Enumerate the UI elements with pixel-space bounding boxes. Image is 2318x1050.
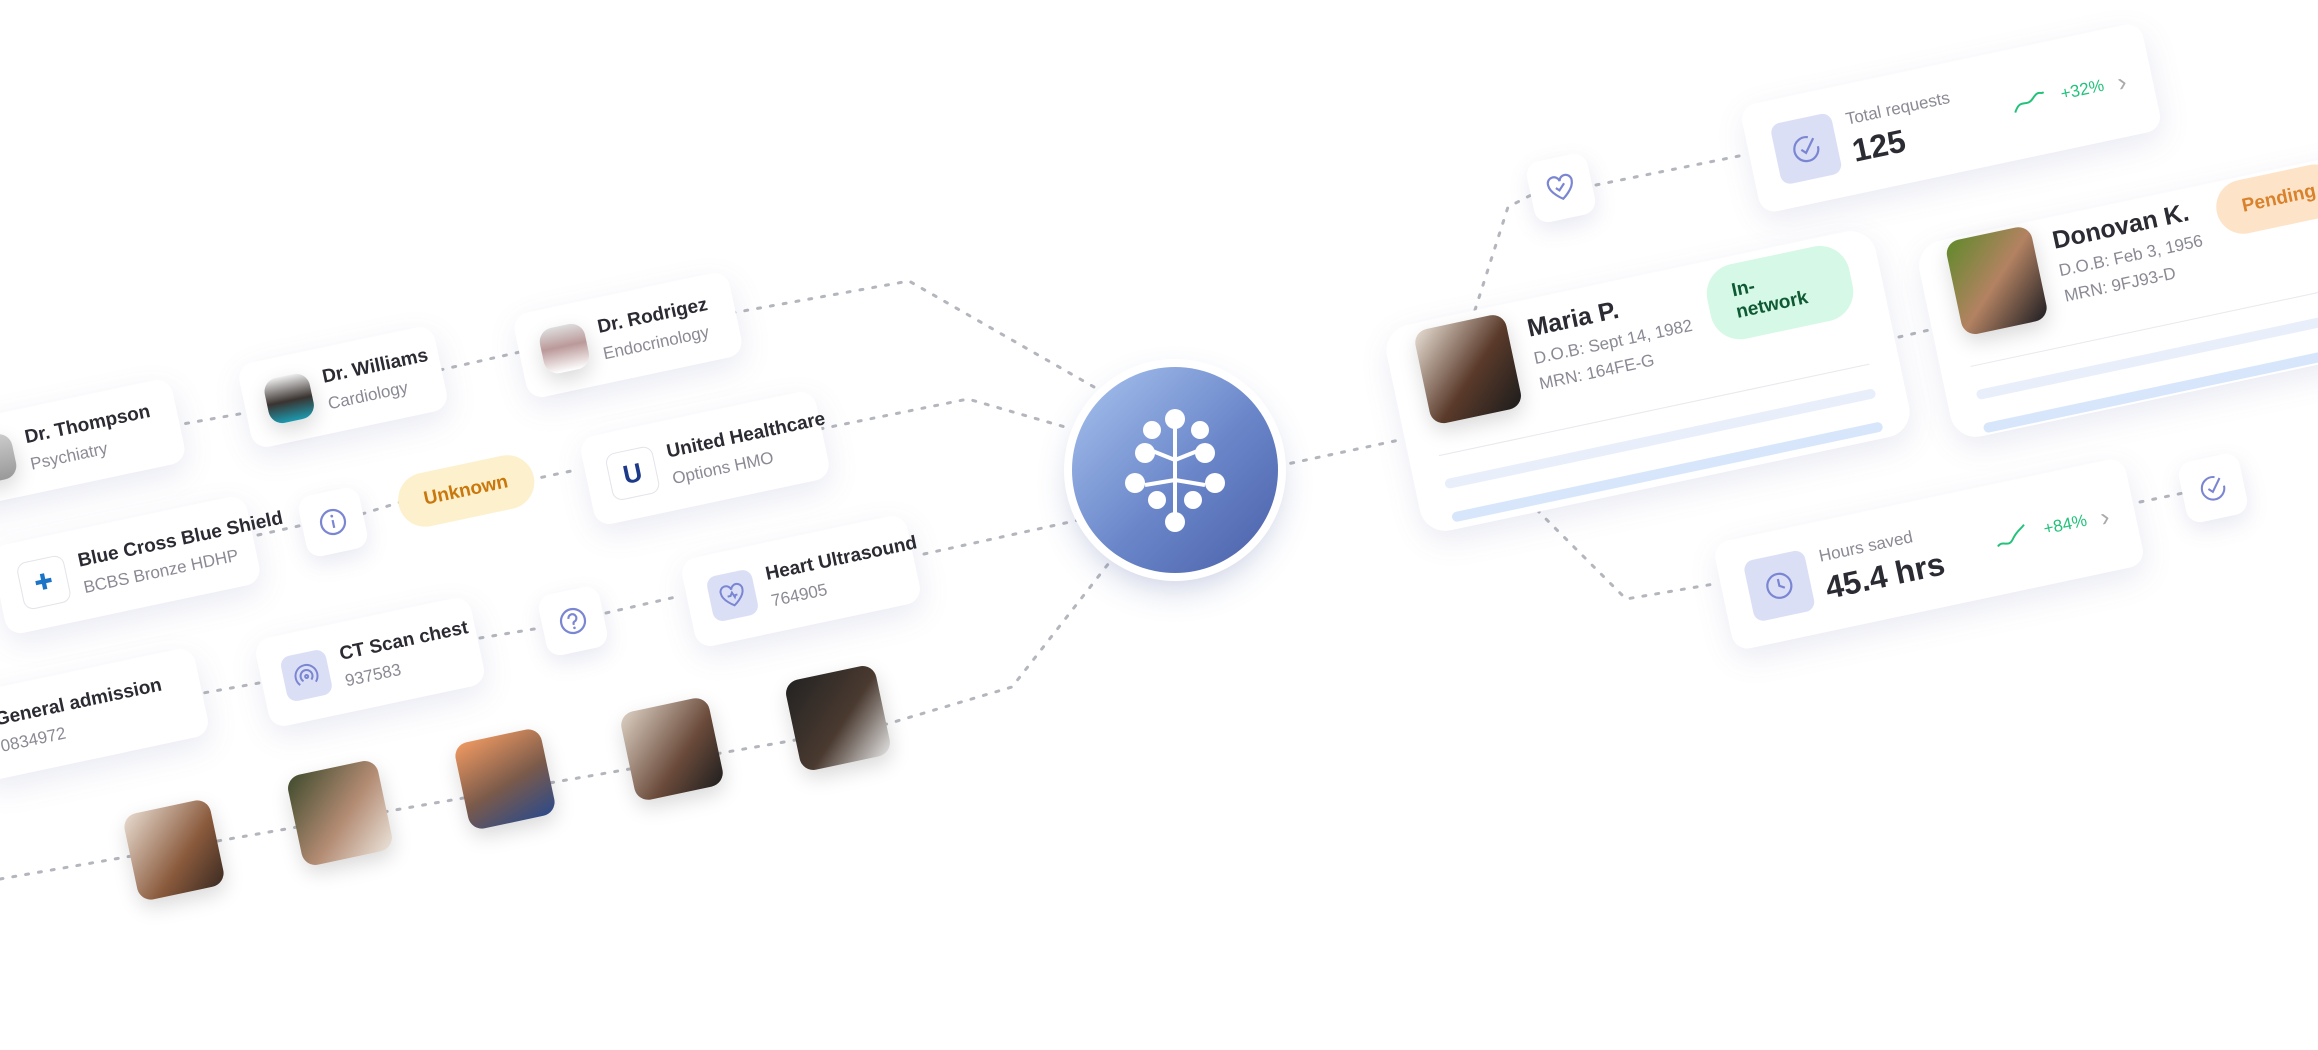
chevron-right-icon[interactable]: ›	[2114, 65, 2130, 97]
info-icon[interactable]	[296, 485, 370, 559]
avatar	[0, 431, 19, 485]
heart-check-icon[interactable]	[1524, 151, 1598, 225]
line	[604, 594, 682, 615]
check-circle-icon	[1769, 112, 1844, 186]
heart-pulse-icon	[705, 568, 760, 623]
patient-photo[interactable]	[618, 695, 726, 803]
bcbs-logo-icon: ✚	[15, 553, 73, 611]
line	[1897, 328, 1931, 339]
line	[1276, 437, 1406, 468]
clock-icon	[1742, 549, 1817, 623]
avatar	[537, 321, 592, 376]
line	[478, 626, 542, 640]
stat-change: +32%	[2058, 75, 2106, 104]
check-circle-icon[interactable]	[2176, 451, 2250, 525]
line	[818, 397, 1074, 431]
line	[730, 279, 1096, 389]
tree-logo-icon	[1125, 409, 1225, 532]
line	[527, 468, 578, 482]
avatar	[1412, 311, 1524, 426]
avatar	[261, 371, 317, 426]
stat-change: +84%	[2041, 510, 2089, 539]
patient-photo[interactable]	[452, 726, 558, 832]
scan-icon	[279, 648, 334, 703]
trend-sparkline-icon	[1997, 523, 2026, 548]
hub-logo	[1072, 367, 1278, 573]
line	[922, 518, 1081, 556]
trend-sparkline-icon	[2014, 91, 2045, 113]
patient-photo[interactable]	[121, 797, 227, 903]
patient-photo[interactable]	[783, 663, 893, 773]
uhc-logo-icon: U	[604, 444, 662, 502]
question-icon[interactable]	[536, 584, 610, 658]
line	[2138, 490, 2190, 504]
line	[1535, 508, 1716, 601]
line	[256, 523, 305, 537]
patient-photo[interactable]	[285, 758, 395, 868]
line	[0, 552, 1118, 881]
line	[438, 350, 522, 372]
chevron-right-icon[interactable]: ›	[2097, 500, 2112, 532]
avatar	[1944, 224, 2049, 337]
line	[1473, 190, 1539, 312]
line	[1594, 153, 1746, 187]
